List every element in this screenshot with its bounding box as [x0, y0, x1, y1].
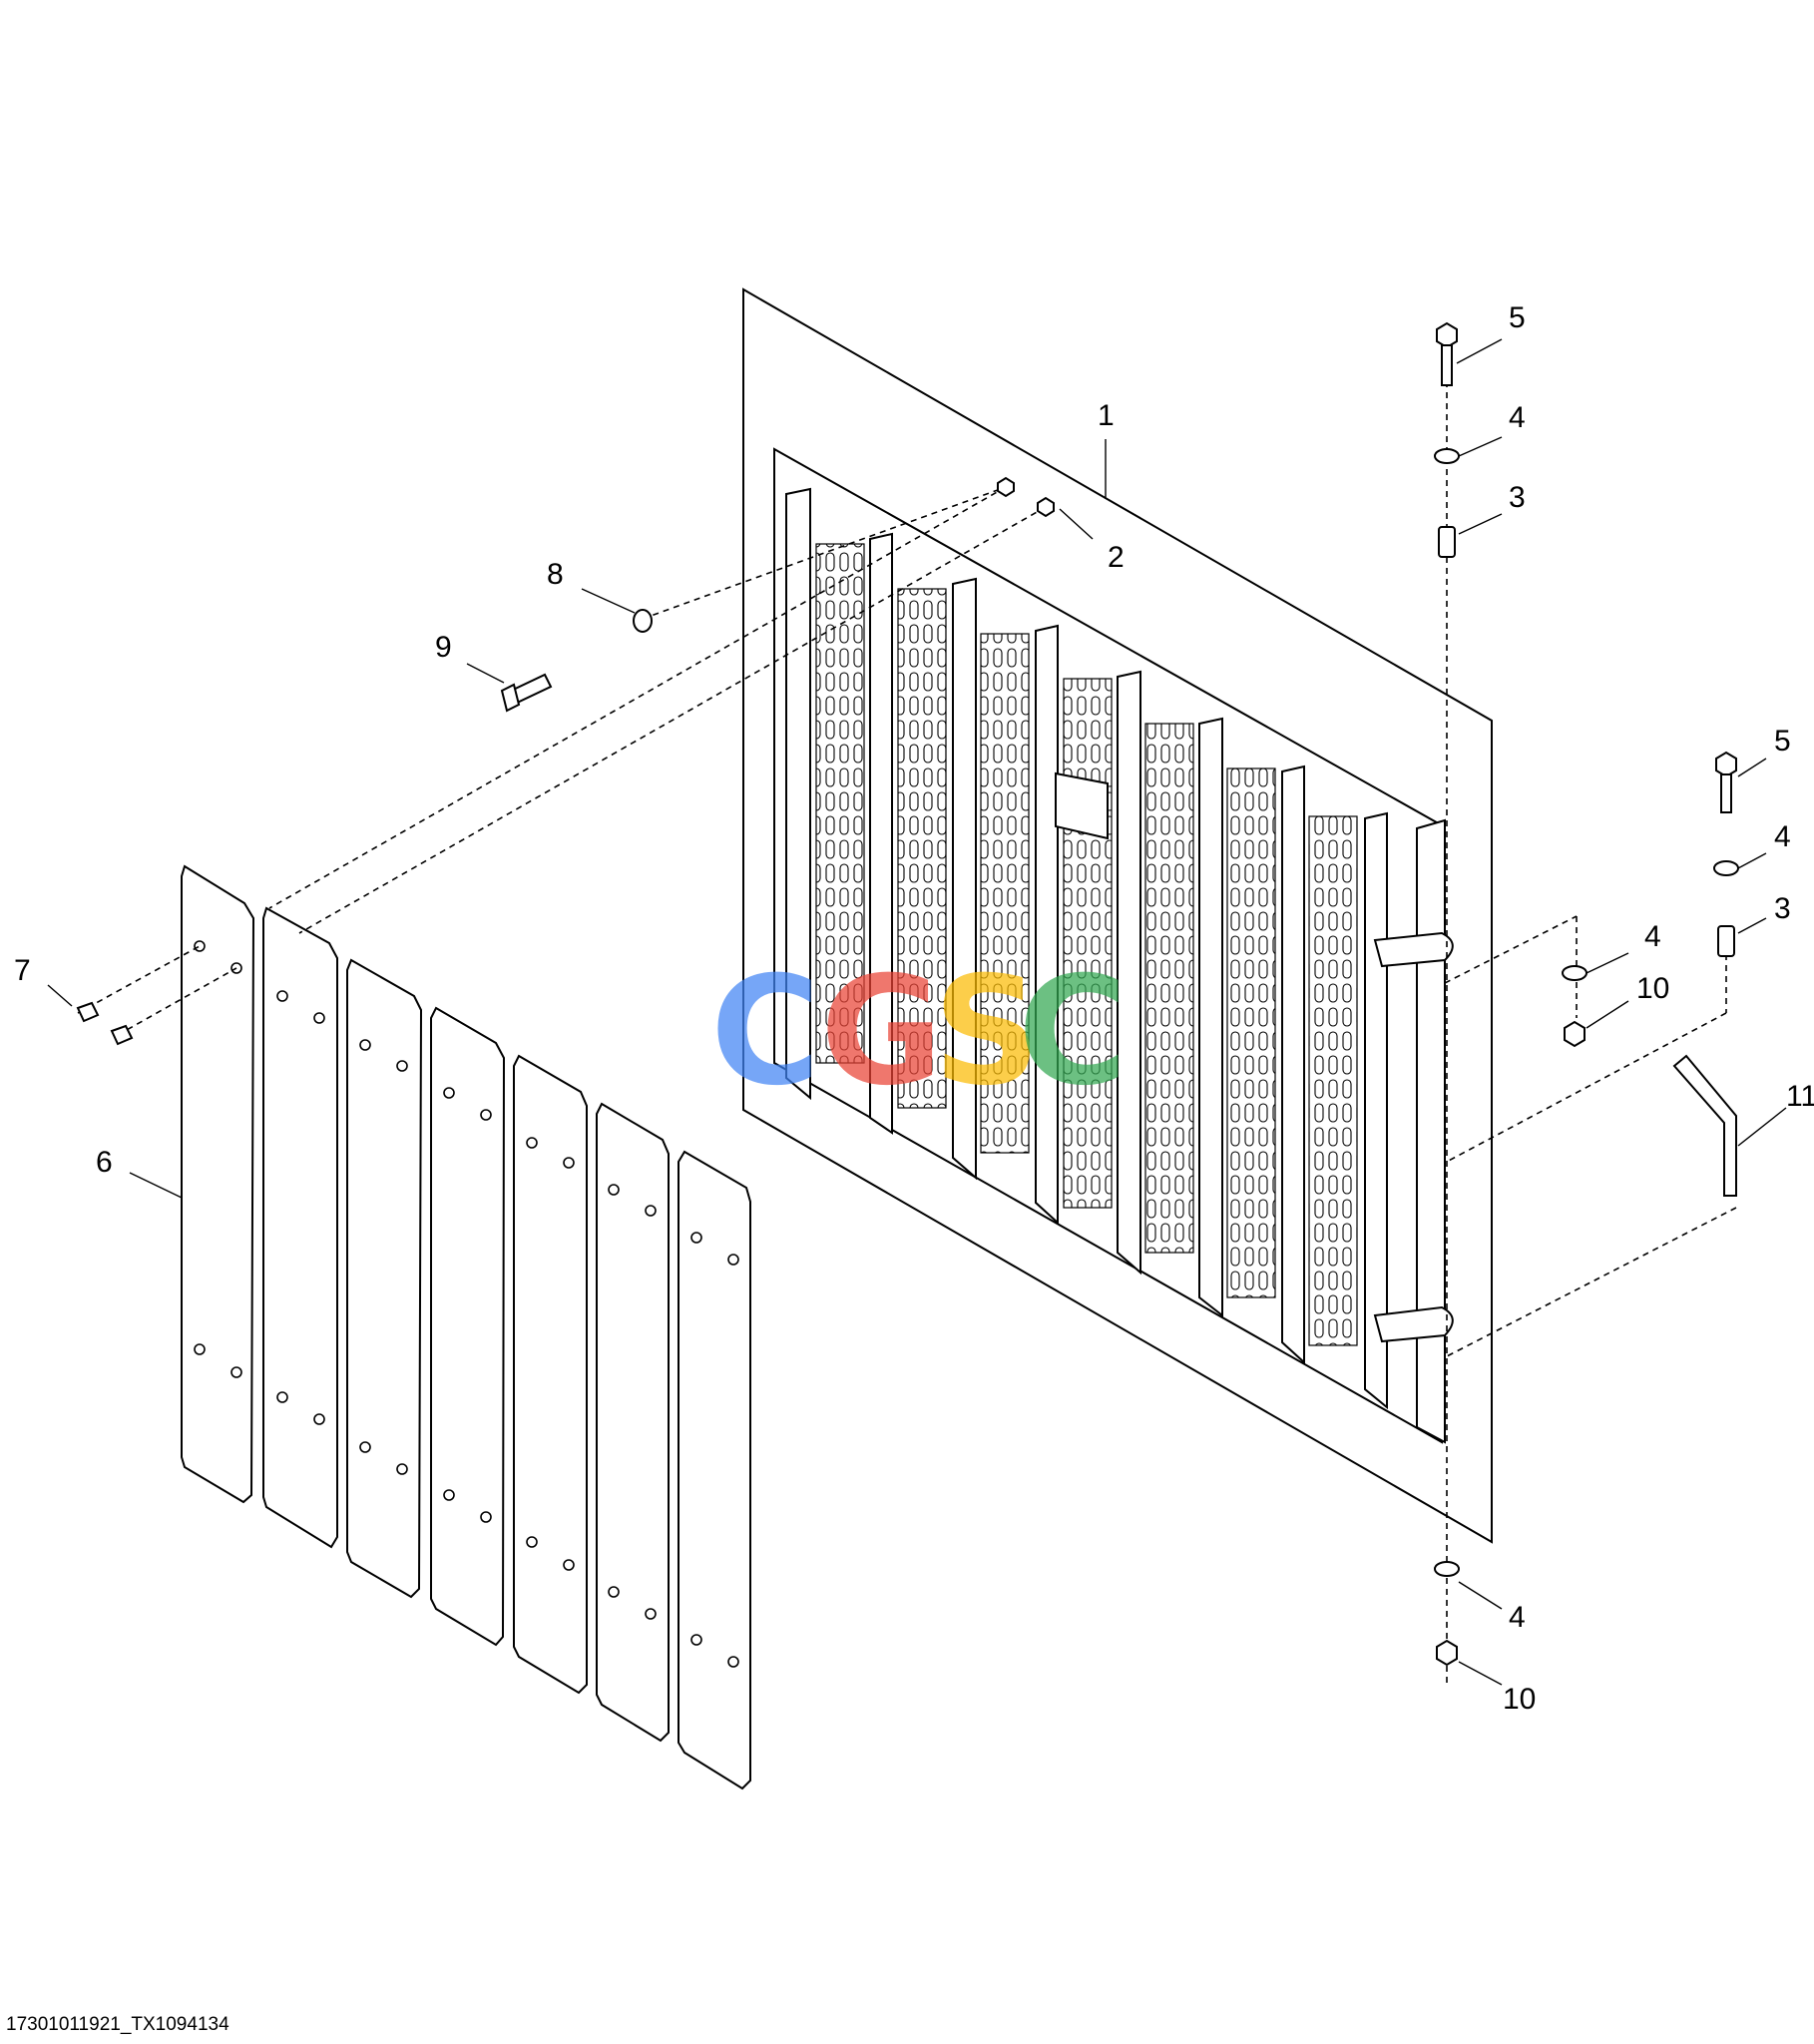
assembly-lines	[77, 359, 1737, 1687]
nut-2b	[1037, 496, 1055, 518]
callout-1: 1	[1098, 399, 1115, 432]
callout-7: 7	[14, 954, 31, 987]
leader-lines	[47, 338, 1787, 1686]
washer-4-top	[1434, 448, 1460, 464]
nut-2a	[997, 476, 1015, 498]
seal-strips	[181, 864, 751, 1790]
bolt-7b	[110, 1024, 134, 1046]
callout-4-bottom: 4	[1509, 1601, 1526, 1634]
callout-4-right: 4	[1774, 820, 1791, 853]
bushing-3-right	[1717, 925, 1735, 957]
callout-2: 2	[1108, 541, 1125, 574]
washer-4-right	[1713, 860, 1739, 876]
grille-handle	[1055, 771, 1109, 840]
nut-10-mid	[1564, 1020, 1586, 1048]
callout-11: 11	[1786, 1080, 1814, 1113]
callout-4-mid: 4	[1644, 920, 1661, 953]
callout-4-top: 4	[1509, 401, 1526, 434]
bolt-7a	[76, 1001, 100, 1023]
watermark-letter-2: G	[820, 945, 943, 1119]
callout-9: 9	[435, 631, 452, 664]
washer-8	[633, 609, 653, 633]
callout-10-bottom: 10	[1503, 1683, 1536, 1716]
mounting-plate	[742, 287, 1493, 1544]
callout-6: 6	[96, 1146, 113, 1179]
callout-5-top: 5	[1509, 301, 1526, 334]
watermark-letter-3: S	[933, 945, 1041, 1119]
hinge-rail	[1373, 818, 1454, 1444]
washer-4-bottom	[1434, 1561, 1460, 1577]
figure-id-caption: 17301011921_TX1094134	[6, 2014, 229, 2035]
callout-5-right: 5	[1774, 725, 1791, 758]
callout-3-top: 3	[1509, 481, 1526, 514]
watermark-letter-4: C	[1018, 945, 1128, 1119]
bolt-9	[500, 673, 553, 713]
bolt-5-right	[1715, 751, 1737, 813]
callouts: 1 2 5 4 3 5 4 3 4 10 11 4 10 8 9 7 6	[14, 301, 1814, 1716]
watermark-letter-1: C	[710, 945, 820, 1119]
bushing-3-top	[1438, 526, 1456, 558]
callout-3-right: 3	[1774, 892, 1791, 925]
callout-10-mid: 10	[1636, 972, 1669, 1005]
hardware	[76, 321, 1739, 1667]
hinge-pin-11	[1672, 1054, 1737, 1197]
bolt-5-top	[1436, 321, 1458, 386]
washer-4-mid	[1562, 965, 1587, 981]
nut-10-bottom	[1436, 1639, 1458, 1667]
grille-bars	[785, 487, 1388, 1410]
watermark-logo: C G S C	[710, 945, 1128, 1119]
callout-8: 8	[547, 558, 564, 591]
grille-screen	[773, 447, 1454, 1444]
